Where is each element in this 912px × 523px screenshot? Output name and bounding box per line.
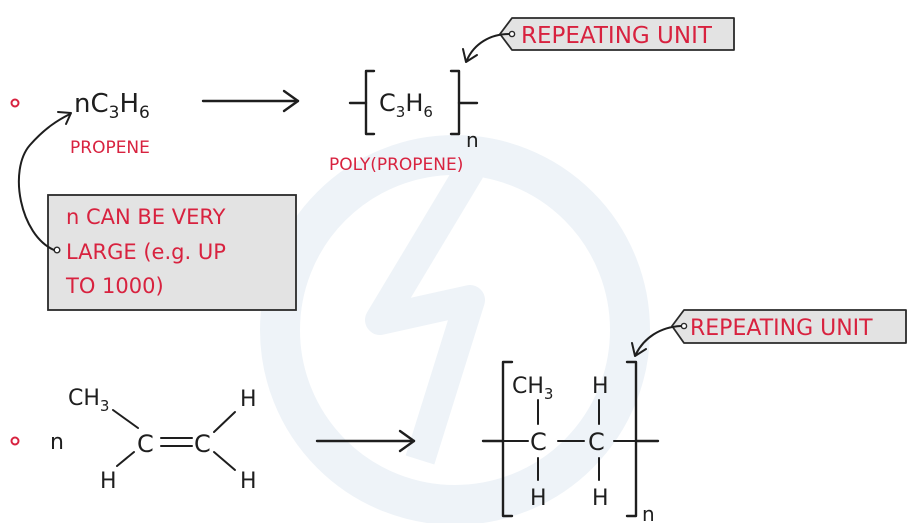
repeating-unit-label-2: REPEATING UNIT [690, 316, 873, 341]
reactant-formula: nC3H6 [74, 89, 150, 123]
repeating-unit-label-1: REPEATING UNIT [521, 23, 713, 49]
polymer-carbon-2: C [588, 428, 605, 456]
hydrogen-atom-2: H [240, 387, 257, 412]
methyl-group: CH3 [68, 386, 109, 415]
note-arrow [17, 111, 72, 251]
repeating-unit-tag-2: REPEATING UNIT [631, 309, 907, 357]
product-name: POLY(PROPENE) [329, 155, 463, 175]
product-subscript-n-2: n [642, 502, 655, 523]
propene-structure: CH3 C C H H H [68, 386, 257, 494]
carbon-atom-2: C [194, 430, 211, 458]
polymer-carbon-1: C [530, 428, 547, 456]
repeating-unit-tag-1: REPEATING UNIT [462, 17, 735, 63]
reaction-arrow-2 [315, 429, 416, 453]
polymer-hydrogen-1: H [530, 486, 547, 511]
polymer-hydrogen-2: H [592, 374, 609, 399]
product-formula: C3H6 [379, 89, 433, 121]
equation-1: nC3H6 PROPENE C3H6 n POLY(PROPENE) REPEA… [10, 17, 735, 311]
product-subscript-n-1: n [466, 128, 479, 152]
poly-propene-structure: CH3 C C H H H n [481, 360, 660, 523]
reaction-arrow-1 [201, 89, 300, 113]
product-repeat-brackets-1 [348, 69, 479, 136]
note-line-3: TO 1000) [65, 274, 164, 298]
hydrogen-atom-1: H [100, 469, 117, 494]
note-line-1: n CAN BE VERY [66, 205, 226, 229]
bullet-1 [10, 98, 20, 108]
carbon-atom-1: C [137, 430, 154, 458]
watermark-logo [260, 135, 650, 523]
equation-2: n CH3 C C H H H CH3 [10, 309, 907, 523]
coefficient-n-2: n [50, 430, 64, 455]
note-box: n CAN BE VERY LARGE (e.g. UP TO 1000) [47, 194, 297, 311]
polymer-hydrogen-3: H [592, 486, 609, 511]
bullet-2 [10, 436, 20, 446]
methyl-group-polymer: CH3 [512, 374, 553, 403]
note-line-2: LARGE (e.g. UP [66, 240, 226, 264]
hydrogen-atom-3: H [240, 469, 257, 494]
reactant-name: PROPENE [70, 138, 150, 158]
